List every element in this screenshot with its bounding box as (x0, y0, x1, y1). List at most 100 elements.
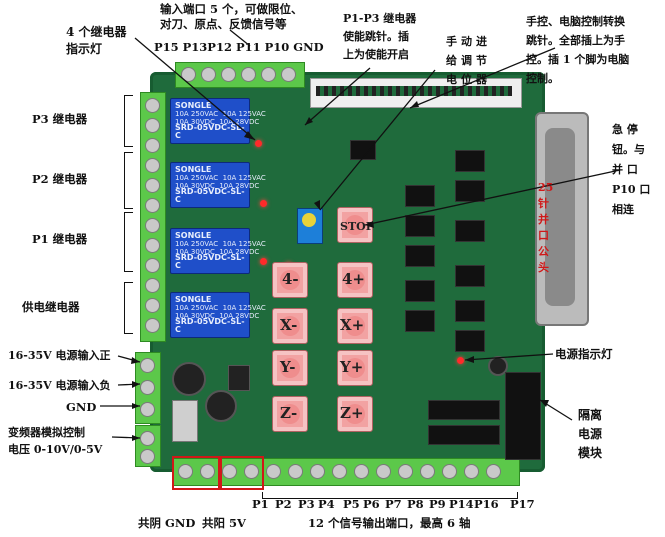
y-plus-label: Y+ (340, 358, 364, 376)
z-plus-label: Z+ (340, 404, 364, 422)
terminal-screw (145, 138, 160, 153)
y-plus-button[interactable] (337, 350, 373, 386)
power-led (457, 357, 464, 364)
ic-chip (455, 150, 485, 172)
terminal-screw (140, 431, 155, 446)
pot-knob[interactable] (302, 213, 316, 227)
x-plus-button[interactable] (337, 308, 373, 344)
ic-chip (405, 245, 435, 267)
terminal-screw (181, 67, 196, 82)
bracket-supply (124, 282, 133, 334)
ic-chip (455, 330, 485, 352)
button-cap (280, 404, 300, 424)
label-power-led: 电源指示灯 (555, 347, 613, 361)
output-pin-label: P16 (474, 497, 499, 511)
ic-chip (428, 425, 500, 445)
label-estop: 急 停 钮。与 并 口 P10 口 相连 (612, 123, 651, 216)
terminal-screw (244, 464, 259, 479)
terminal-screw (140, 358, 155, 373)
relay-p2: SONGLE 10A 250VAC 10A 125VAC 10A 30VDC 1… (170, 162, 266, 208)
bracket-p3 (124, 95, 133, 147)
button-cap (280, 270, 300, 290)
output-pin-label: P5 (343, 497, 360, 511)
axis4-minus-button[interactable] (272, 262, 308, 298)
axis4-plus-label: 4+ (342, 270, 366, 288)
terminal-screw (376, 464, 391, 479)
stop-button-label: STOP (340, 220, 374, 233)
relay-model: SRD-05VDC-SL-C (175, 123, 245, 140)
label-gnd: GND (66, 400, 97, 414)
label-isolated-psu: 隔离 电源 模块 (578, 408, 603, 460)
db25-connector (535, 112, 589, 326)
terminal-screw (332, 464, 347, 479)
relay-led (260, 200, 267, 207)
stop-button[interactable] (337, 207, 373, 243)
ic-chip (455, 300, 485, 322)
terminal-screw (178, 464, 193, 479)
terminal-screw (442, 464, 457, 479)
button-cap (345, 404, 365, 424)
bracket-outputs (262, 492, 518, 499)
terminal-screw (140, 402, 155, 417)
label-parallel-port: 25 针 并 口 公 头 (538, 181, 554, 274)
label-vin-neg: 16-35V 电源输入负 (8, 379, 111, 392)
relay-model: SRD-05VDC-SL-C (175, 253, 245, 270)
relay-terminal-block (140, 92, 166, 342)
label-p2-relay: P2 继电器 (32, 172, 88, 186)
label-common-gnd: 共阴 GND (138, 516, 196, 530)
output-pin-label: P1 (252, 497, 269, 511)
output-pin-label: P2 (275, 497, 292, 511)
x-minus-button[interactable] (272, 308, 308, 344)
axis4-plus-button[interactable] (337, 262, 373, 298)
relay-brand: SONGLE (175, 165, 212, 174)
label-pot: 手动进 给调节 电位器 (446, 35, 491, 86)
ic-chip (405, 215, 435, 237)
output-pin-label: P14 (449, 497, 474, 511)
output-pin-label: P7 (385, 497, 402, 511)
terminal-screw (398, 464, 413, 479)
terminal-screw (420, 464, 435, 479)
top-pin-row (316, 86, 512, 96)
terminal-screw (145, 98, 160, 113)
terminal-screw (354, 464, 369, 479)
relay-led (255, 140, 262, 147)
label-mode-jumper: 手控、电脑控制转换 跳针。全部插上为手 控。插 1 个脚为电脑 控制。 (526, 15, 630, 85)
z-minus-button[interactable] (272, 396, 308, 432)
terminal-screw (266, 464, 281, 479)
terminal-screw (288, 464, 303, 479)
output-pin-label: P4 (318, 497, 335, 511)
terminal-screw (221, 67, 236, 82)
output-pin-label: P3 (298, 497, 315, 511)
ic-chip (455, 220, 485, 242)
relay-model: SRD-05VDC-SL-C (175, 317, 245, 334)
label-vfd: 变频器模拟控制 电压 0-10V/0-5V (8, 426, 103, 456)
button-cap (280, 316, 300, 336)
inductor (228, 365, 250, 391)
terminal-screw (145, 118, 160, 133)
relay-brand: SONGLE (175, 295, 212, 304)
terminal-screw (281, 67, 296, 82)
z-minus-label: Z- (280, 404, 298, 422)
common-gnd-box (172, 456, 222, 490)
terminal-screw (222, 464, 237, 479)
button-cap (345, 215, 365, 235)
button-cap (345, 358, 365, 378)
relay-led (260, 258, 267, 265)
ic-chip (428, 400, 500, 420)
terminal-screw (200, 464, 215, 479)
bracket-p2 (124, 152, 133, 209)
relay-supply: SONGLE 10A 250VAC 10A 125VAC 10A 30VDC 1… (170, 292, 266, 338)
y-minus-button[interactable] (272, 350, 308, 386)
x-minus-label: X- (280, 316, 298, 334)
terminal-screw (145, 178, 160, 193)
label-p1p3-jumper: P1-P3 继电器 使能跳针。插 上为使能开启 (343, 12, 417, 61)
terminal-screw (145, 158, 160, 173)
ic-chip (405, 280, 435, 302)
z-plus-button[interactable] (337, 396, 373, 432)
ic-chip (405, 185, 435, 207)
button-cap (345, 270, 365, 290)
terminal-screw (145, 318, 160, 333)
axis4-minus-label: 4- (282, 270, 299, 288)
terminal-screw (145, 298, 160, 313)
x-plus-label: X+ (340, 316, 365, 334)
